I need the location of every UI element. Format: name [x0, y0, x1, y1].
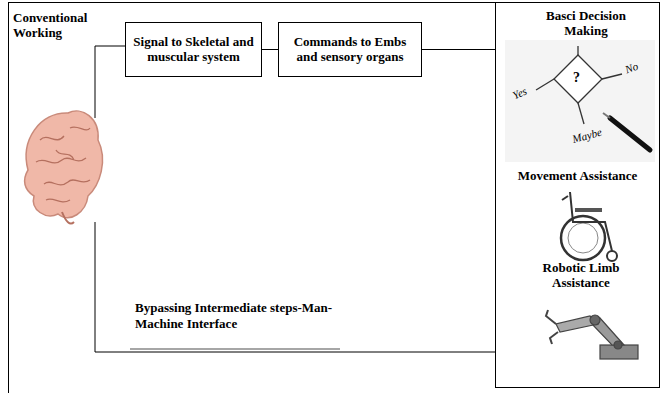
connector-line	[262, 49, 278, 50]
node-label: Commands to Embs and sensory organs	[285, 35, 415, 65]
node-text: Movement Assistance	[500, 169, 655, 184]
wire	[95, 222, 495, 352]
wire	[95, 46, 125, 118]
connector-line	[422, 49, 495, 50]
node-label: Signal to Skeletal and muscular system	[132, 35, 255, 65]
robotic-arm-image	[546, 310, 638, 359]
node-text: Robotic Limb Assistance	[526, 261, 636, 291]
sketch-word: ?	[573, 70, 585, 87]
interface-label: Bypassing Intermediate steps-Man-Machine…	[135, 300, 350, 331]
decision-sketch	[505, 40, 655, 162]
brain-image	[25, 111, 103, 224]
process-box: Commands to Embs and sensory organs	[278, 22, 422, 77]
node-label: Conventional Working	[13, 11, 95, 41]
node-label: Basci Decision Making	[526, 9, 646, 39]
wheelchair-image	[561, 192, 617, 261]
region-frame: Conventional WorkingSignal to Skeletal a…	[8, 2, 495, 393]
underline	[130, 348, 340, 350]
process-box: Signal to Skeletal and muscular system	[125, 22, 262, 77]
